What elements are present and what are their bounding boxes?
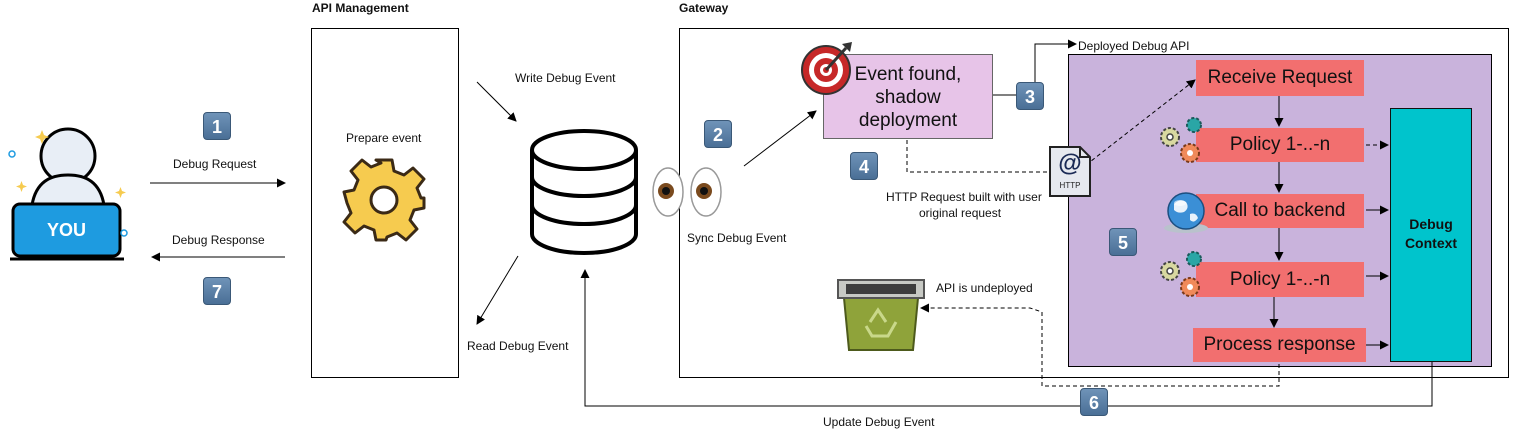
deployed-api-label: Deployed Debug API <box>1078 39 1190 53</box>
http-request-label-2: original request <box>919 206 1002 220</box>
read-event-arrow <box>476 255 519 325</box>
http-text: HTTP <box>1059 181 1081 190</box>
http-at-symbol: @ <box>1058 150 1082 177</box>
policy-outbound-box: Policy 1-..-n <box>1196 262 1364 297</box>
http-request-line <box>906 140 1058 173</box>
step-1-badge: 1 <box>203 112 231 140</box>
call-backend-box: Call to backend <box>1196 194 1364 228</box>
event-box-line-1: Event found, <box>854 64 962 85</box>
http-to-receive-arrow <box>1085 79 1196 166</box>
update-event-label: Update Debug Event <box>823 415 935 429</box>
step-4-badge: 4 <box>850 152 878 180</box>
sync-arrow <box>743 110 817 167</box>
step-7-badge: 7 <box>203 277 231 305</box>
read-event-label: Read Debug Event <box>467 339 569 353</box>
receive-request-box: Receive Request <box>1196 60 1364 96</box>
http-request-label-1: HTTP Request built with user <box>886 190 1042 204</box>
api-management-title: API Management <box>312 1 409 15</box>
event-found-box: Event found, shadow deployment <box>823 54 993 139</box>
step-6-badge: 6 <box>1080 388 1108 416</box>
policy-gears-icon-1 <box>1160 117 1202 163</box>
debug-request-label: Debug Request <box>173 157 257 171</box>
update-event-arrow <box>580 269 1433 407</box>
policy-inbound-box: Policy 1-..-n <box>1196 128 1364 162</box>
debug-context-line-1: Debug <box>1409 216 1453 232</box>
undeploy-arrow <box>920 303 1280 387</box>
gateway-title: Gateway <box>679 1 729 15</box>
write-event-arrow <box>476 81 517 122</box>
debug-context-box: Debug Context <box>1390 108 1472 362</box>
user-badge: YOU <box>46 220 86 240</box>
debug-response-label: Debug Response <box>172 233 265 247</box>
step-3-badge: 3 <box>1016 82 1044 110</box>
step-2-badge: 2 <box>704 120 732 148</box>
deployed-api-arrow <box>992 39 1077 96</box>
event-box-line-2: shadow <box>875 87 941 108</box>
event-box-line-3: deployment <box>858 110 958 131</box>
debug-context-line-2: Context <box>1404 235 1458 251</box>
sync-event-label: Sync Debug Event <box>687 231 787 245</box>
api-undeployed-label: API is undeployed <box>936 281 1033 295</box>
policy-gears-icon-2 <box>1160 251 1202 297</box>
write-event-label: Write Debug Event <box>515 71 616 85</box>
prepare-event-label: Prepare event <box>346 131 422 145</box>
api-management-box <box>311 28 459 378</box>
step-5-badge: 5 <box>1109 228 1137 256</box>
process-response-box: Process response <box>1193 328 1366 362</box>
